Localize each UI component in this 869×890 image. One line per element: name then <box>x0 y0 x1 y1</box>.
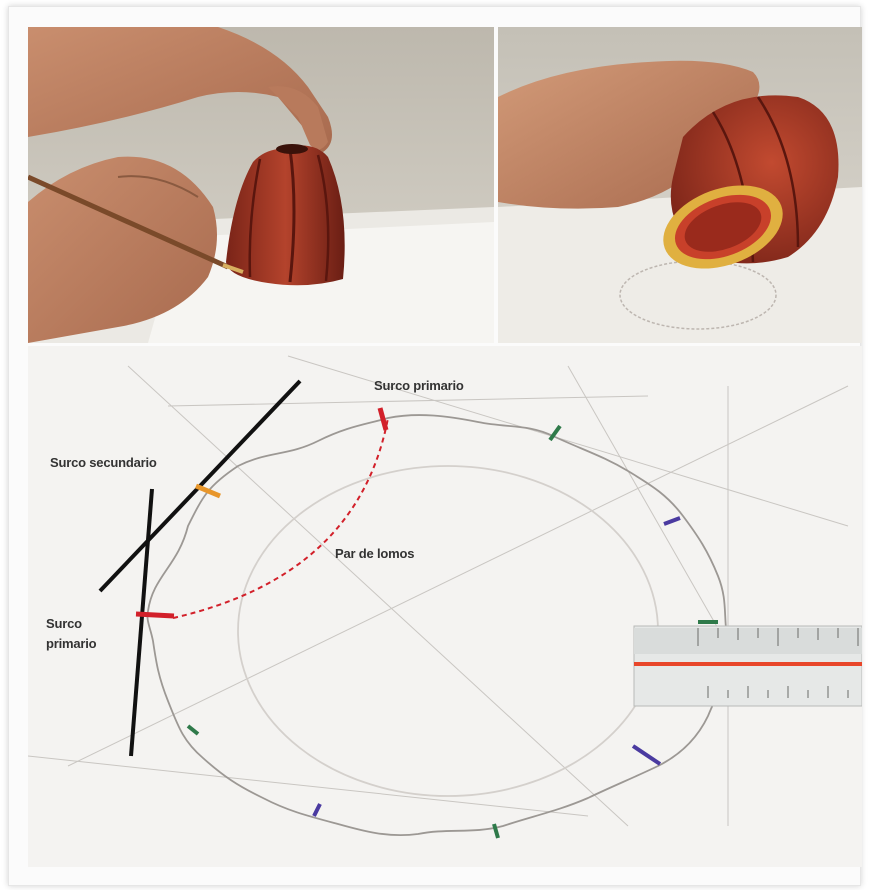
photo-cut-pod <box>498 27 862 343</box>
photo-tracing-pod <box>28 27 494 343</box>
label-par-de-lomos: Par de lomos <box>335 546 414 561</box>
outline-diagram <box>28 346 862 867</box>
label-surco-primario-top: Surco primario <box>374 378 464 393</box>
label-surco-secundario: Surco secundario <box>50 455 157 470</box>
label-surco-primario-left: Surco primario <box>46 614 116 654</box>
